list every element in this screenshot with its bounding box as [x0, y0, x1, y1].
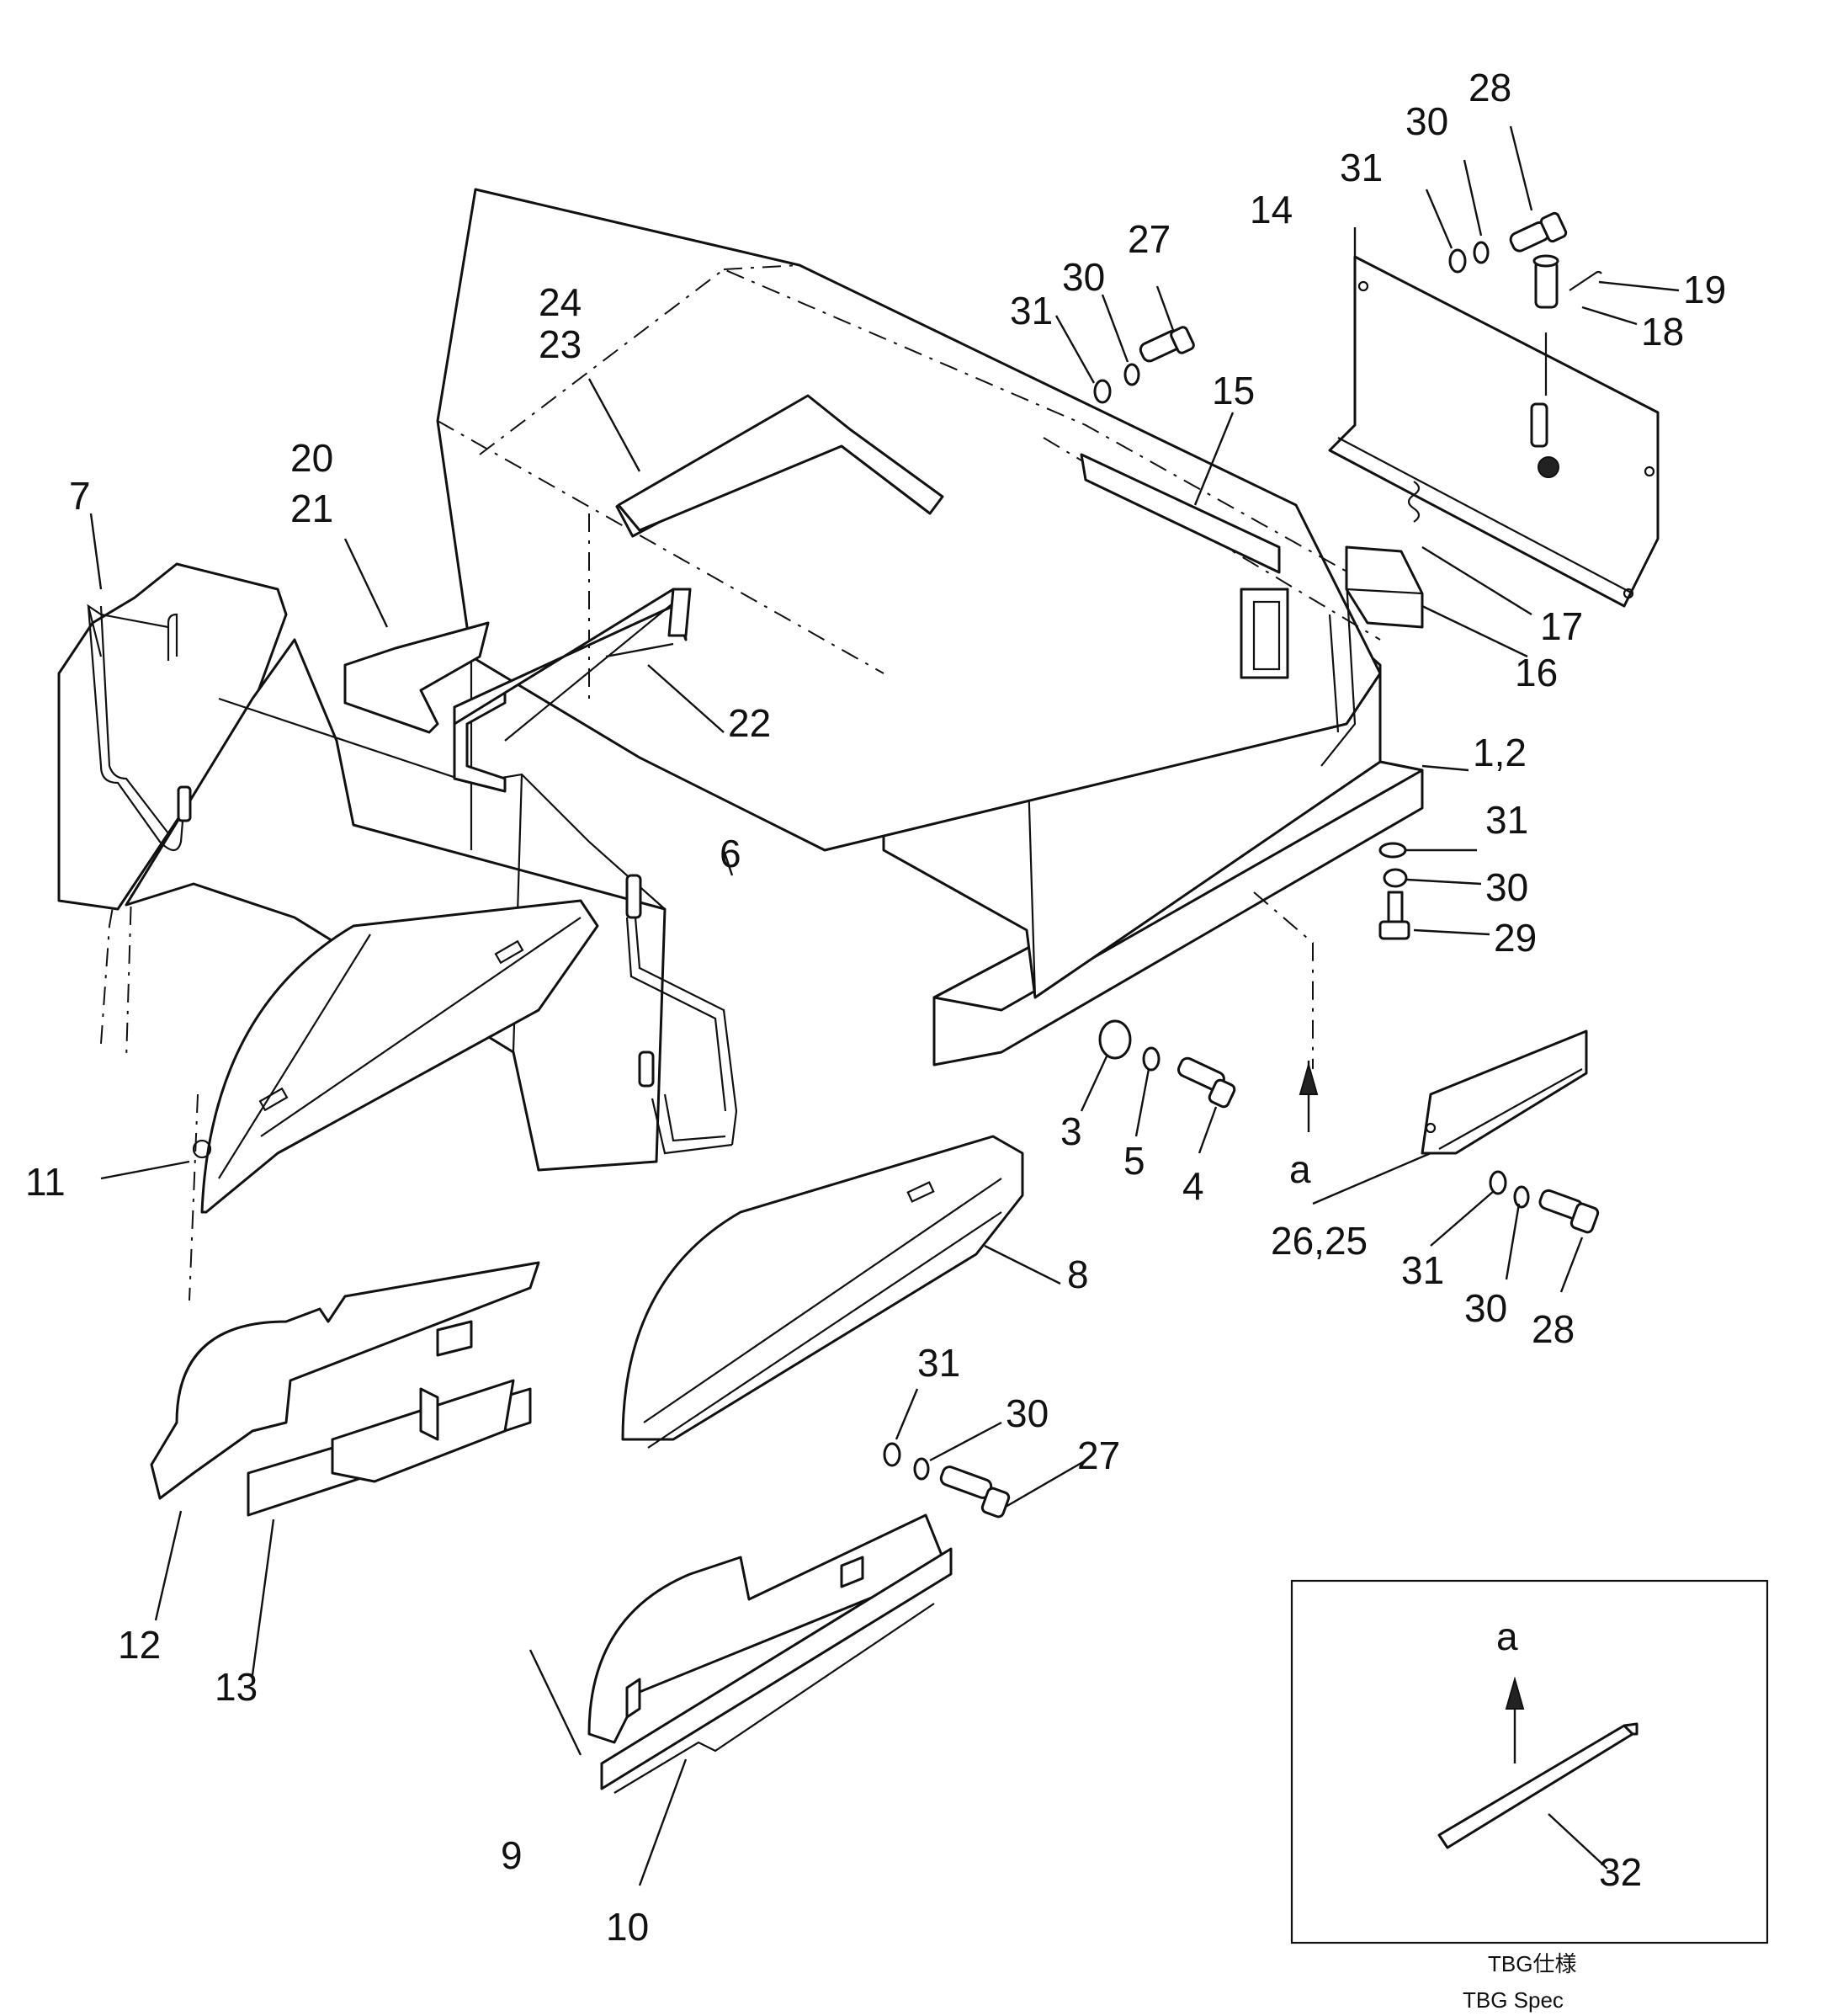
callout-21: 21: [290, 487, 333, 530]
leader-lines: [89, 125, 1680, 1886]
callout-4: 4: [1182, 1164, 1204, 1208]
callout-6: 6: [720, 832, 741, 875]
callout-30-d: 30: [1464, 1286, 1507, 1330]
inset-arrow-label: a: [1496, 1614, 1518, 1658]
callout-9: 9: [501, 1833, 523, 1877]
callout-10: 10: [606, 1905, 649, 1949]
callout-31-c: 31: [1485, 798, 1528, 842]
callout-13: 13: [215, 1665, 258, 1709]
bolt-28-lower: [1489, 1170, 1600, 1234]
callout-18: 18: [1641, 310, 1684, 354]
callout-30-e: 30: [1006, 1391, 1049, 1435]
inset-caption-en: TBG Spec: [1463, 1987, 1564, 2013]
callout-22: 22: [728, 701, 771, 745]
bolt-27-upper: [1093, 326, 1195, 404]
callout-28-a: 28: [1469, 66, 1511, 109]
callout-24: 24: [539, 280, 582, 324]
callout-32: 32: [1599, 1850, 1642, 1894]
callout-5: 5: [1123, 1139, 1145, 1183]
cover-9: [587, 1513, 944, 1744]
callout-1-2: 1,2: [1473, 731, 1527, 774]
callout-15: 15: [1212, 369, 1255, 412]
callout-11: 11: [25, 1160, 66, 1204]
side-cover-11: [192, 899, 599, 1214]
handle-7: [87, 604, 192, 852]
bolt-3-4-5: [1098, 1019, 1236, 1109]
cover-12: [150, 1261, 540, 1500]
main-body-housing: [436, 188, 1424, 1067]
bolt-27-lower: [883, 1442, 1011, 1519]
inset-caption-jp: TBG仕様: [1488, 1951, 1576, 1976]
bolt-29-group: [1378, 842, 1410, 940]
bracket-25-26: [1421, 1029, 1588, 1155]
callout-7: 7: [69, 474, 91, 518]
callout-27-b: 27: [1077, 1434, 1120, 1477]
callout-16: 16: [1515, 651, 1558, 694]
side-cover-8: [621, 1135, 1024, 1449]
view-arrow-label: a: [1289, 1147, 1311, 1191]
callout-26-25: 26,25: [1271, 1219, 1368, 1263]
callout-20: 20: [290, 436, 333, 480]
part-32-strip: [1437, 1724, 1634, 1849]
callout-30-c: 30: [1485, 865, 1528, 909]
callout-31-d: 31: [1401, 1248, 1444, 1292]
callout-labels: 7 20 21 24 23 22 31 30 27 15 14 31 30 28…: [25, 66, 1726, 1949]
callout-17: 17: [1540, 604, 1583, 648]
callout-30-b: 30: [1405, 99, 1448, 143]
callout-28-b: 28: [1532, 1307, 1575, 1351]
callout-3: 3: [1060, 1109, 1082, 1153]
inset-detail: a 32: [1290, 1579, 1769, 1944]
cover-10: [600, 1547, 953, 1794]
plate-16: [1345, 545, 1424, 629]
panel-15: [1080, 453, 1357, 767]
spring-pin-assembly: [1407, 254, 1602, 523]
callout-12: 12: [118, 1623, 161, 1667]
callout-29: 29: [1494, 916, 1537, 960]
view-arrow-a: a: [1289, 1061, 1319, 1191]
callout-27-a: 27: [1128, 217, 1171, 261]
callout-8: 8: [1067, 1253, 1089, 1296]
callout-14: 14: [1250, 188, 1293, 231]
cover-13: [247, 1379, 532, 1517]
bolt-28-upper: [1448, 211, 1568, 274]
inset-frame: [1290, 1579, 1769, 1944]
callout-31-b: 31: [1340, 146, 1383, 189]
callout-30-a: 30: [1062, 255, 1105, 299]
callout-31-e: 31: [917, 1341, 960, 1385]
callout-19: 19: [1683, 268, 1726, 311]
cover-14: [1328, 255, 1660, 608]
handle-6: [625, 874, 738, 1155]
top-brackets: [343, 394, 944, 793]
callout-23: 23: [539, 322, 582, 366]
callout-31-a: 31: [1010, 289, 1053, 332]
